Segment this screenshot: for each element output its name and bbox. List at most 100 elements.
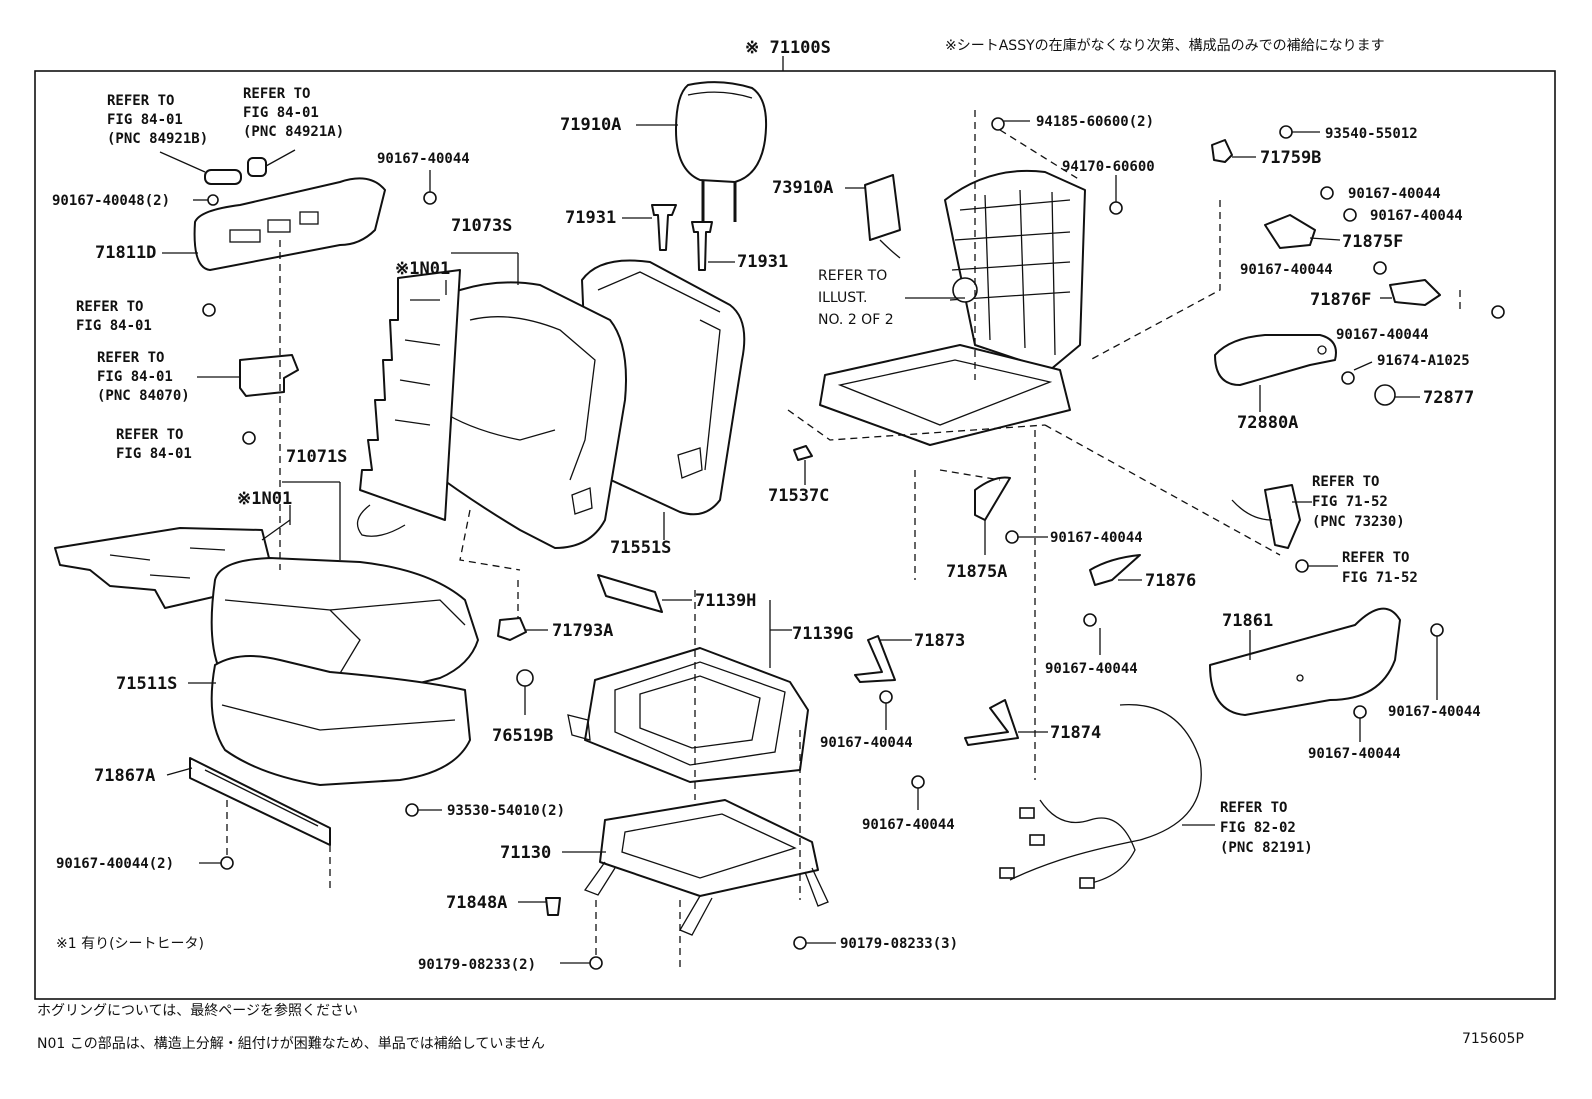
screw-90167-40044-m1[interactable] <box>1005 530 1019 544</box>
label-90167-40044-r3[interactable]: 90167-40044 <box>1240 262 1333 278</box>
connector-71139h[interactable] <box>597 574 663 613</box>
label-90167-40044-r1[interactable]: 90167-40044 <box>1348 186 1441 202</box>
screw-90167-40044-r4[interactable] <box>1491 305 1505 319</box>
label-90167-40044-r4[interactable]: 90167-40044 <box>1336 327 1429 343</box>
nut-90179-08233-2[interactable] <box>589 956 603 970</box>
screw-90167-40048[interactable] <box>207 194 219 206</box>
nut-94185-60600[interactable] <box>991 117 1005 131</box>
label-71876f[interactable]: 71876F <box>1310 290 1371 310</box>
label-71073s[interactable]: 71073S <box>451 216 512 236</box>
label-72880a[interactable]: 72880A <box>1237 413 1298 433</box>
label-n01-cushion[interactable]: ※1N01 <box>237 489 292 509</box>
lever-71875a[interactable] <box>974 476 1011 521</box>
seat-frame-71130[interactable] <box>583 799 829 936</box>
bolt-91674-a1025[interactable] <box>1341 371 1355 385</box>
bracket-71873[interactable] <box>854 635 896 683</box>
screw-90167-40044-r2[interactable] <box>1343 208 1357 222</box>
screw-90167-40044-top[interactable] <box>423 191 437 205</box>
shield-71861[interactable] <box>1209 607 1401 716</box>
seat-adjuster-71139g[interactable] <box>567 647 809 783</box>
bracket-84070[interactable] <box>239 354 299 397</box>
label-93540-55012[interactable]: 93540-55012 <box>1325 126 1418 142</box>
label-90167-40044-top[interactable]: 90167-40044 <box>377 151 470 167</box>
label-71139g[interactable]: 71139G <box>792 624 853 644</box>
screw-refer-84-01-a[interactable] <box>202 303 216 317</box>
label-90179-08233-3[interactable]: 90179-08233(3) <box>840 936 958 952</box>
label-72877[interactable]: 72877 <box>1423 388 1474 408</box>
label-71875a[interactable]: 71875A <box>946 562 1007 582</box>
armrest-72880a[interactable] <box>1214 334 1337 386</box>
headrest-71910a[interactable] <box>675 81 768 222</box>
label-71931-right[interactable]: 71931 <box>737 252 788 272</box>
label-90167-40048[interactable]: 90167-40048(2) <box>52 193 170 209</box>
label-90167-40044-m3[interactable]: 90167-40044 <box>820 735 913 751</box>
label-94170-60600[interactable]: 94170-60600 <box>1062 159 1155 175</box>
screw-93540-55012[interactable] <box>1279 125 1293 139</box>
screw-90167-40044-r6[interactable] <box>1353 705 1367 719</box>
shield-71811d[interactable] <box>193 177 386 271</box>
label-71861[interactable]: 71861 <box>1222 611 1273 631</box>
clip-71537c[interactable] <box>793 445 813 461</box>
label-90167-40044-2[interactable]: 90167-40044(2) <box>56 856 174 872</box>
label-71511s[interactable]: 71511S <box>116 674 177 694</box>
plug-76519b[interactable] <box>516 669 534 715</box>
clip-71793a[interactable] <box>497 617 527 641</box>
nut-90179-08233-3[interactable] <box>793 936 807 950</box>
screw-90167-40044-m2[interactable] <box>1083 613 1097 627</box>
label-71910a[interactable]: 71910A <box>560 115 621 135</box>
label-71130[interactable]: 71130 <box>500 843 551 863</box>
wire-harness-82191[interactable] <box>999 703 1202 889</box>
label-73910a[interactable]: 73910A <box>772 178 833 198</box>
label-71071s[interactable]: 71071S <box>286 447 347 467</box>
label-90167-40044-m2[interactable]: 90167-40044 <box>1045 661 1138 677</box>
label-76519b[interactable]: 76519B <box>492 726 553 746</box>
cap-72877[interactable] <box>1374 384 1396 406</box>
cover-71759b[interactable] <box>1211 139 1233 163</box>
label-90167-40044-m1[interactable]: 90167-40044 <box>1050 530 1143 546</box>
label-90167-40044-m4[interactable]: 90167-40044 <box>862 817 955 833</box>
label-71759b[interactable]: 71759B <box>1260 148 1321 168</box>
screw-93530-54010[interactable] <box>405 803 419 817</box>
nut-94170-60600[interactable] <box>1109 201 1123 215</box>
assy-part-number[interactable]: ※ 71100S <box>745 38 831 58</box>
screw-90167-40044-r1[interactable] <box>1320 186 1334 200</box>
cover-71876f[interactable] <box>1389 279 1441 306</box>
screw-90167-40044-m3[interactable] <box>879 690 893 704</box>
pad-73910a[interactable] <box>864 174 901 259</box>
label-71876[interactable]: 71876 <box>1145 571 1196 591</box>
seat-frame-illust-no2[interactable] <box>819 169 1086 446</box>
cover-71875f[interactable] <box>1264 214 1316 249</box>
label-71931-left[interactable]: 71931 <box>565 208 616 228</box>
label-71537c[interactable]: 71537C <box>768 486 829 506</box>
switch-knob-84921b[interactable] <box>204 169 242 185</box>
label-71867a[interactable]: 71867A <box>94 766 155 786</box>
screw-refer-84-01-b[interactable] <box>242 431 256 445</box>
screw-90167-40044-m4[interactable] <box>911 775 925 789</box>
seat-cushion-pad-71511s[interactable] <box>210 655 471 786</box>
label-71139h[interactable]: 71139H <box>695 591 756 611</box>
label-71875f[interactable]: 71875F <box>1342 232 1403 252</box>
bracket-71876[interactable] <box>1089 554 1141 586</box>
label-90167-40044-r6[interactable]: 90167-40044 <box>1308 746 1401 762</box>
screw-90167-40044-bottom-left[interactable] <box>220 856 234 870</box>
switch-knob-84921a[interactable] <box>247 157 267 177</box>
label-71551s[interactable]: 71551S <box>610 538 671 558</box>
bracket-71874[interactable] <box>964 699 1019 746</box>
label-71811d[interactable]: 71811D <box>95 243 156 263</box>
label-n01-back[interactable]: ※1N01 <box>395 259 450 279</box>
label-71793a[interactable]: 71793A <box>552 621 613 641</box>
label-90179-08233-2[interactable]: 90179-08233(2) <box>418 957 536 973</box>
screw-90167-40044-r5[interactable] <box>1430 623 1444 637</box>
label-94185-60600[interactable]: 94185-60600(2) <box>1036 114 1154 130</box>
bolt-refer-71-52[interactable] <box>1295 559 1309 573</box>
label-71873[interactable]: 71873 <box>914 631 965 651</box>
label-93530-54010[interactable]: 93530-54010(2) <box>447 803 565 819</box>
seat-belt-73230[interactable] <box>1231 484 1301 549</box>
stopper-71848a[interactable] <box>545 897 561 916</box>
headrest-guide-71931-left[interactable] <box>651 204 677 251</box>
label-91674-a1025[interactable]: 91674-A1025 <box>1377 353 1470 369</box>
label-90167-40044-r2[interactable]: 90167-40044 <box>1370 208 1463 224</box>
label-90167-40044-r5[interactable]: 90167-40044 <box>1388 704 1481 720</box>
screw-90167-40044-r3[interactable] <box>1373 261 1387 275</box>
headrest-guide-71931-right[interactable] <box>691 221 713 271</box>
